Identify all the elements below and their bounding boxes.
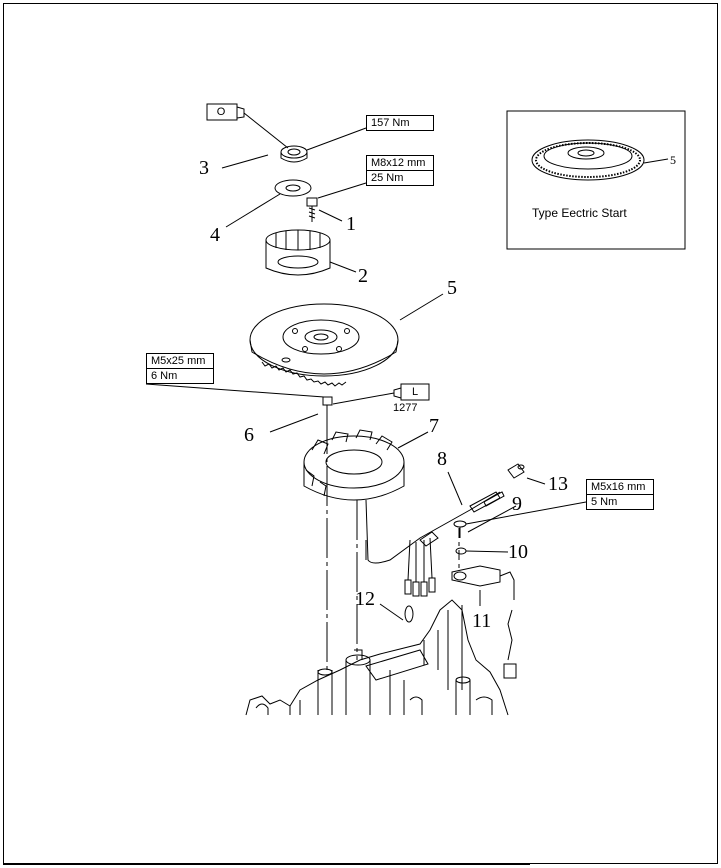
callout-13: 13 (548, 473, 568, 495)
callout-9: 9 (512, 493, 522, 515)
loctite-label: L (411, 386, 419, 398)
callout-2: 2 (358, 265, 368, 287)
bolt-9-spec: M5x16 mm 5 Nm (586, 479, 654, 510)
callout-4: 4 (210, 224, 220, 246)
part-6-bolt (322, 396, 333, 414)
part-4-washer (274, 179, 312, 197)
bolt-6-torque: 6 Nm (147, 368, 213, 383)
callout-8: 8 (437, 448, 447, 470)
nut-torque-value: 157 Nm (371, 117, 410, 129)
engine-block (245, 599, 509, 716)
callout-10: 10 (508, 541, 528, 563)
part-12-plug (404, 605, 414, 623)
loctite-code: 1277 (393, 402, 418, 414)
callout-5: 5 (447, 277, 457, 299)
bolt-1-size: M8x12 mm (371, 157, 426, 169)
callout-12: 12 (355, 588, 375, 610)
part-8-harness (365, 491, 505, 597)
part-5-flywheel (249, 303, 399, 387)
bolt-9-torque: 5 Nm (587, 494, 653, 509)
callout-7: 7 (429, 415, 439, 437)
part-13-connector (507, 463, 525, 479)
part-3-nut (280, 145, 308, 163)
part-11-pickup (451, 565, 517, 679)
part-1-bolt (306, 197, 318, 222)
inset-flywheel-drawing (531, 139, 669, 181)
bolt-1-spec: M8x12 mm 25 Nm (366, 155, 434, 186)
callout-11: 11 (472, 610, 492, 632)
inset-box (506, 110, 686, 250)
inset-caption: Type Eectric Start (532, 206, 627, 220)
inset-callout-5: 5 (670, 153, 676, 167)
nut-torque-spec: 157 Nm (366, 115, 434, 131)
callout-1: 1 (346, 213, 356, 235)
callout-6: 6 (244, 424, 254, 446)
part-7-stator (303, 429, 405, 501)
bolt-1-torque: 25 Nm (367, 170, 433, 185)
callout-3: 3 (199, 157, 209, 179)
part-9-bolt (453, 520, 467, 538)
part-10-washer (455, 547, 467, 555)
bolt-9-size: M5x16 mm (591, 481, 646, 493)
bolt-6-spec: M5x25 mm 6 Nm (146, 353, 214, 384)
part-2-hub (265, 229, 331, 276)
oil-label: O (216, 106, 226, 118)
bolt-6-size: M5x25 mm (151, 355, 206, 367)
